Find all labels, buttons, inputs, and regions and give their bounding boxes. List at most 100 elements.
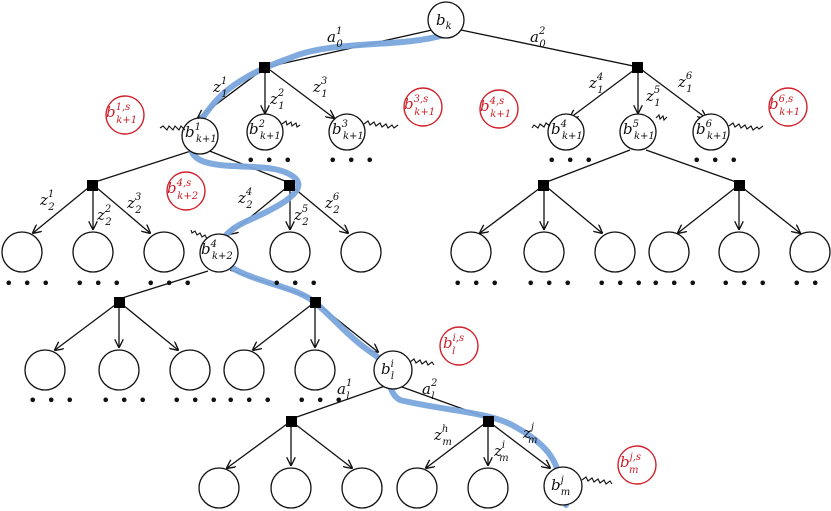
edge-bk2-left: [118, 270, 209, 300]
node-l4-2: [270, 467, 312, 509]
node-l2-12: [789, 231, 831, 273]
root-belief-node: bk: [427, 1, 465, 39]
ellipsis-l3-2: • • •: [101, 391, 149, 410]
ellipsis-l3-5: • • •: [297, 391, 345, 410]
edge-a2-b4: [570, 69, 635, 118]
ellipsis-b3: • • •: [328, 151, 376, 170]
edge-l4r-c1: [426, 423, 485, 468]
node-l3-1: [24, 349, 66, 391]
sampled-node-m: [617, 445, 657, 485]
edge-b1-left: [91, 149, 195, 184]
snake-b2: [281, 120, 301, 128]
snake-bms: [581, 476, 613, 485]
snake-b4s: [531, 122, 551, 129]
snake-b3s: [363, 120, 399, 129]
action-node-l4-1: [286, 416, 297, 427]
edge-r2l-c3: [547, 187, 602, 233]
sampled-node-k1-3: [403, 87, 443, 127]
edge-l4r-bm: [491, 423, 550, 468]
sampled-node-l: [439, 326, 479, 366]
ellipses-level1: • • • • • • • • • • • •: [246, 151, 740, 170]
node-l4-3: [341, 467, 383, 509]
edge-l4l-c3: [294, 423, 352, 468]
node-l4-5: [467, 467, 509, 509]
ellipses-level2: • • • • • • • • • • • • • • • • • • • • …: [4, 274, 831, 293]
ellipsis-b4: • • •: [547, 151, 595, 170]
node-l3-4: [223, 349, 265, 391]
belief-node-k1-6: [692, 113, 730, 151]
node-l4-1: [198, 467, 240, 509]
edge-l3l-c3: [122, 304, 178, 350]
edge-r2r-c3: [742, 187, 800, 233]
ellipsis-l3-1: • • •: [28, 391, 76, 410]
ellipsis-l2-10: • • •: [651, 274, 699, 293]
belief-node-m: [543, 466, 583, 506]
action-node-l2-2: [284, 180, 295, 191]
edge-a1-b3: [269, 69, 334, 118]
snake-b1s: [159, 125, 186, 131]
node-l3-2: [98, 349, 140, 391]
node-l4-4: [396, 467, 438, 509]
circles-level2: [1, 231, 831, 273]
node-l2-11: [718, 231, 760, 273]
action-node-l3-2: [310, 297, 321, 308]
edge-b5-left: [543, 149, 631, 184]
ellipsis-b2: • • •: [246, 151, 294, 170]
node-l2-6: [340, 231, 382, 273]
ellipsis-l2-9: • • •: [597, 274, 645, 293]
sampled-node-k2: [166, 171, 206, 211]
ellipses-level3: • • • • • • • • • • • • • • •: [28, 391, 345, 410]
snake-b6s: [728, 122, 764, 131]
snake-b5: [655, 113, 668, 122]
sampled-node-k1-6: [768, 87, 808, 127]
node-l2-5: [269, 231, 311, 273]
edge-l2l-c3: [96, 187, 150, 233]
node-l3-3: [169, 349, 211, 391]
ellipsis-l2-7: • • •: [453, 274, 501, 293]
edge-a2-b6: [641, 69, 706, 118]
node-l3-5: [294, 349, 336, 391]
edge-l3r-c1: [253, 304, 312, 350]
edge-l2r-c3: [293, 187, 348, 233]
action-node-l2-1: [87, 180, 98, 191]
ellipsis-l2-5: • • •: [272, 274, 320, 293]
action-nodes: [87, 62, 745, 427]
ellipsis-b6: • • •: [692, 151, 740, 170]
snake-bk2s: [190, 229, 208, 240]
sampled-node-k1-4: [479, 89, 519, 129]
action-node-l2-4: [734, 180, 745, 191]
action-node-l3-1: [114, 297, 125, 308]
